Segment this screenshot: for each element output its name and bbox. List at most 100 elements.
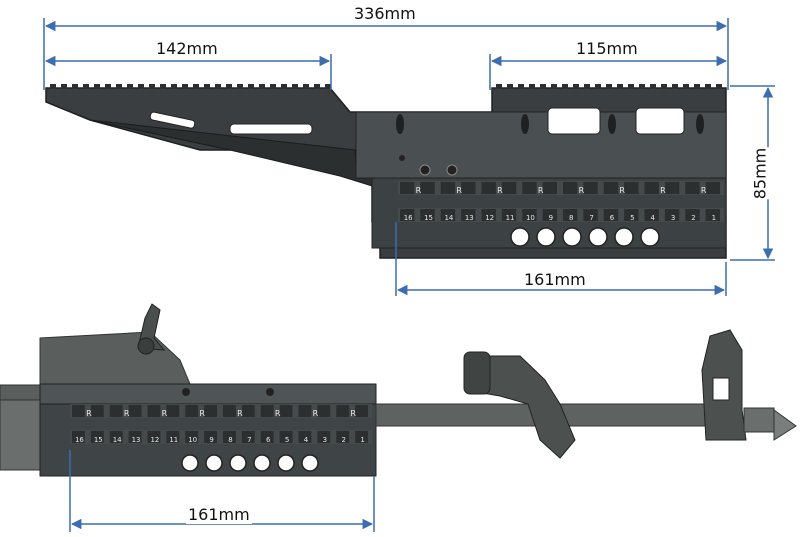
rail-tooth	[193, 84, 199, 89]
rail-slot	[223, 405, 236, 417]
gas-tube-cap	[463, 351, 491, 395]
rail-slot	[279, 405, 293, 417]
rail-marking-r: R	[313, 409, 319, 418]
rail-marking-number: 6	[610, 214, 615, 222]
round-hole	[253, 454, 271, 472]
screw-hole	[399, 155, 405, 161]
round-hole	[562, 227, 582, 247]
rail-marking-number: 3	[323, 436, 327, 444]
rail-marking-number: 13	[132, 436, 141, 444]
rail-tooth	[661, 84, 667, 89]
rail-slot	[90, 431, 104, 443]
rail-row-lower	[398, 208, 724, 222]
rail-marking-r: R	[350, 409, 356, 418]
rail-tooth	[171, 84, 177, 89]
rail-tooth	[683, 84, 689, 89]
rail-slot	[664, 182, 680, 194]
rail-slot	[317, 431, 331, 443]
rail-marking-number: 14	[444, 214, 453, 222]
rail-slot	[461, 209, 476, 221]
rail-slot	[705, 209, 720, 221]
rail-slot	[644, 209, 659, 221]
rail-tooth	[160, 84, 166, 89]
rail-marking-r: R	[497, 186, 503, 195]
rail-tooth	[507, 84, 513, 89]
front-section-label: 115mm	[574, 39, 640, 58]
oval-slot	[521, 114, 529, 134]
rail-marking-number: 16	[75, 436, 84, 444]
vent-slot	[149, 111, 196, 129]
rail-slot	[664, 209, 680, 221]
rail-slot	[185, 405, 199, 417]
rail-tooth	[496, 84, 502, 89]
rail-slot	[542, 182, 557, 194]
rail-tooth	[628, 84, 634, 89]
rail-slot	[440, 209, 456, 221]
rail-marking-number: 9	[209, 436, 213, 444]
rail-tooth	[584, 84, 590, 89]
rail-tooth	[72, 84, 78, 89]
rail-tooth	[606, 84, 612, 89]
rail-slot	[563, 209, 578, 221]
rail-marking-number: 4	[650, 214, 655, 222]
rail-tooth	[595, 84, 601, 89]
rail-marking-r: R	[619, 186, 625, 195]
rail-marking-number: 4	[304, 436, 309, 444]
vent-slot	[635, 107, 685, 135]
rail-marking-number: 11	[169, 436, 178, 444]
rail-marking-r: R	[456, 186, 462, 195]
rail-slot	[355, 431, 368, 443]
rail-marking-number: 1	[360, 436, 364, 444]
rail-length-label-top: 161mm	[522, 270, 588, 289]
rail-slot	[128, 431, 142, 443]
rail-tooth	[127, 84, 133, 89]
rail-slot	[705, 182, 720, 194]
round-hole	[510, 227, 530, 247]
rail-slot	[279, 431, 293, 443]
rail-slot	[109, 405, 123, 417]
rail-length-label-bottom: 161mm	[186, 505, 252, 524]
handguard-top	[39, 383, 377, 405]
rail-marking-number: 15	[424, 214, 433, 222]
oval-slot	[608, 114, 616, 134]
rail-tooth	[518, 84, 524, 89]
rail-tooth	[248, 84, 254, 89]
rail-slot	[400, 182, 415, 194]
rail-marking-number: 9	[549, 214, 553, 222]
rail-slot	[185, 431, 199, 443]
rail-marking-number: 15	[94, 436, 103, 444]
rail-slot	[223, 431, 236, 443]
rail-tooth	[61, 84, 67, 89]
rail-slot	[128, 405, 142, 417]
rail-tooth	[551, 84, 557, 89]
rail-slot	[624, 209, 639, 221]
lightening-holes-bottom	[181, 454, 319, 472]
rail-marking-r: R	[237, 409, 243, 418]
rail-tooth	[50, 84, 56, 89]
rail-tooth	[314, 84, 320, 89]
rail-tooth	[116, 84, 122, 89]
vent-slot	[547, 107, 601, 135]
rail-slot	[355, 405, 368, 417]
rail-slot	[624, 182, 639, 194]
rail-marking-number: 3	[671, 214, 675, 222]
rail-marking-number: 7	[589, 214, 593, 222]
oval-slot	[396, 114, 404, 134]
gas-block	[469, 355, 576, 459]
rail-slot	[166, 405, 180, 417]
rail-slot	[298, 431, 312, 443]
rail-slot	[542, 209, 557, 221]
rail-marking-r: R	[86, 409, 92, 418]
rail-slot	[298, 405, 312, 417]
rail-row-lower	[70, 430, 372, 444]
rail-slot	[72, 405, 85, 417]
rail-slot	[603, 182, 619, 194]
round-hole	[181, 454, 199, 472]
rail-slot	[501, 182, 517, 194]
rail-marking-r: R	[579, 186, 585, 195]
rail-tooth	[540, 84, 546, 89]
rail-slot	[420, 182, 435, 194]
